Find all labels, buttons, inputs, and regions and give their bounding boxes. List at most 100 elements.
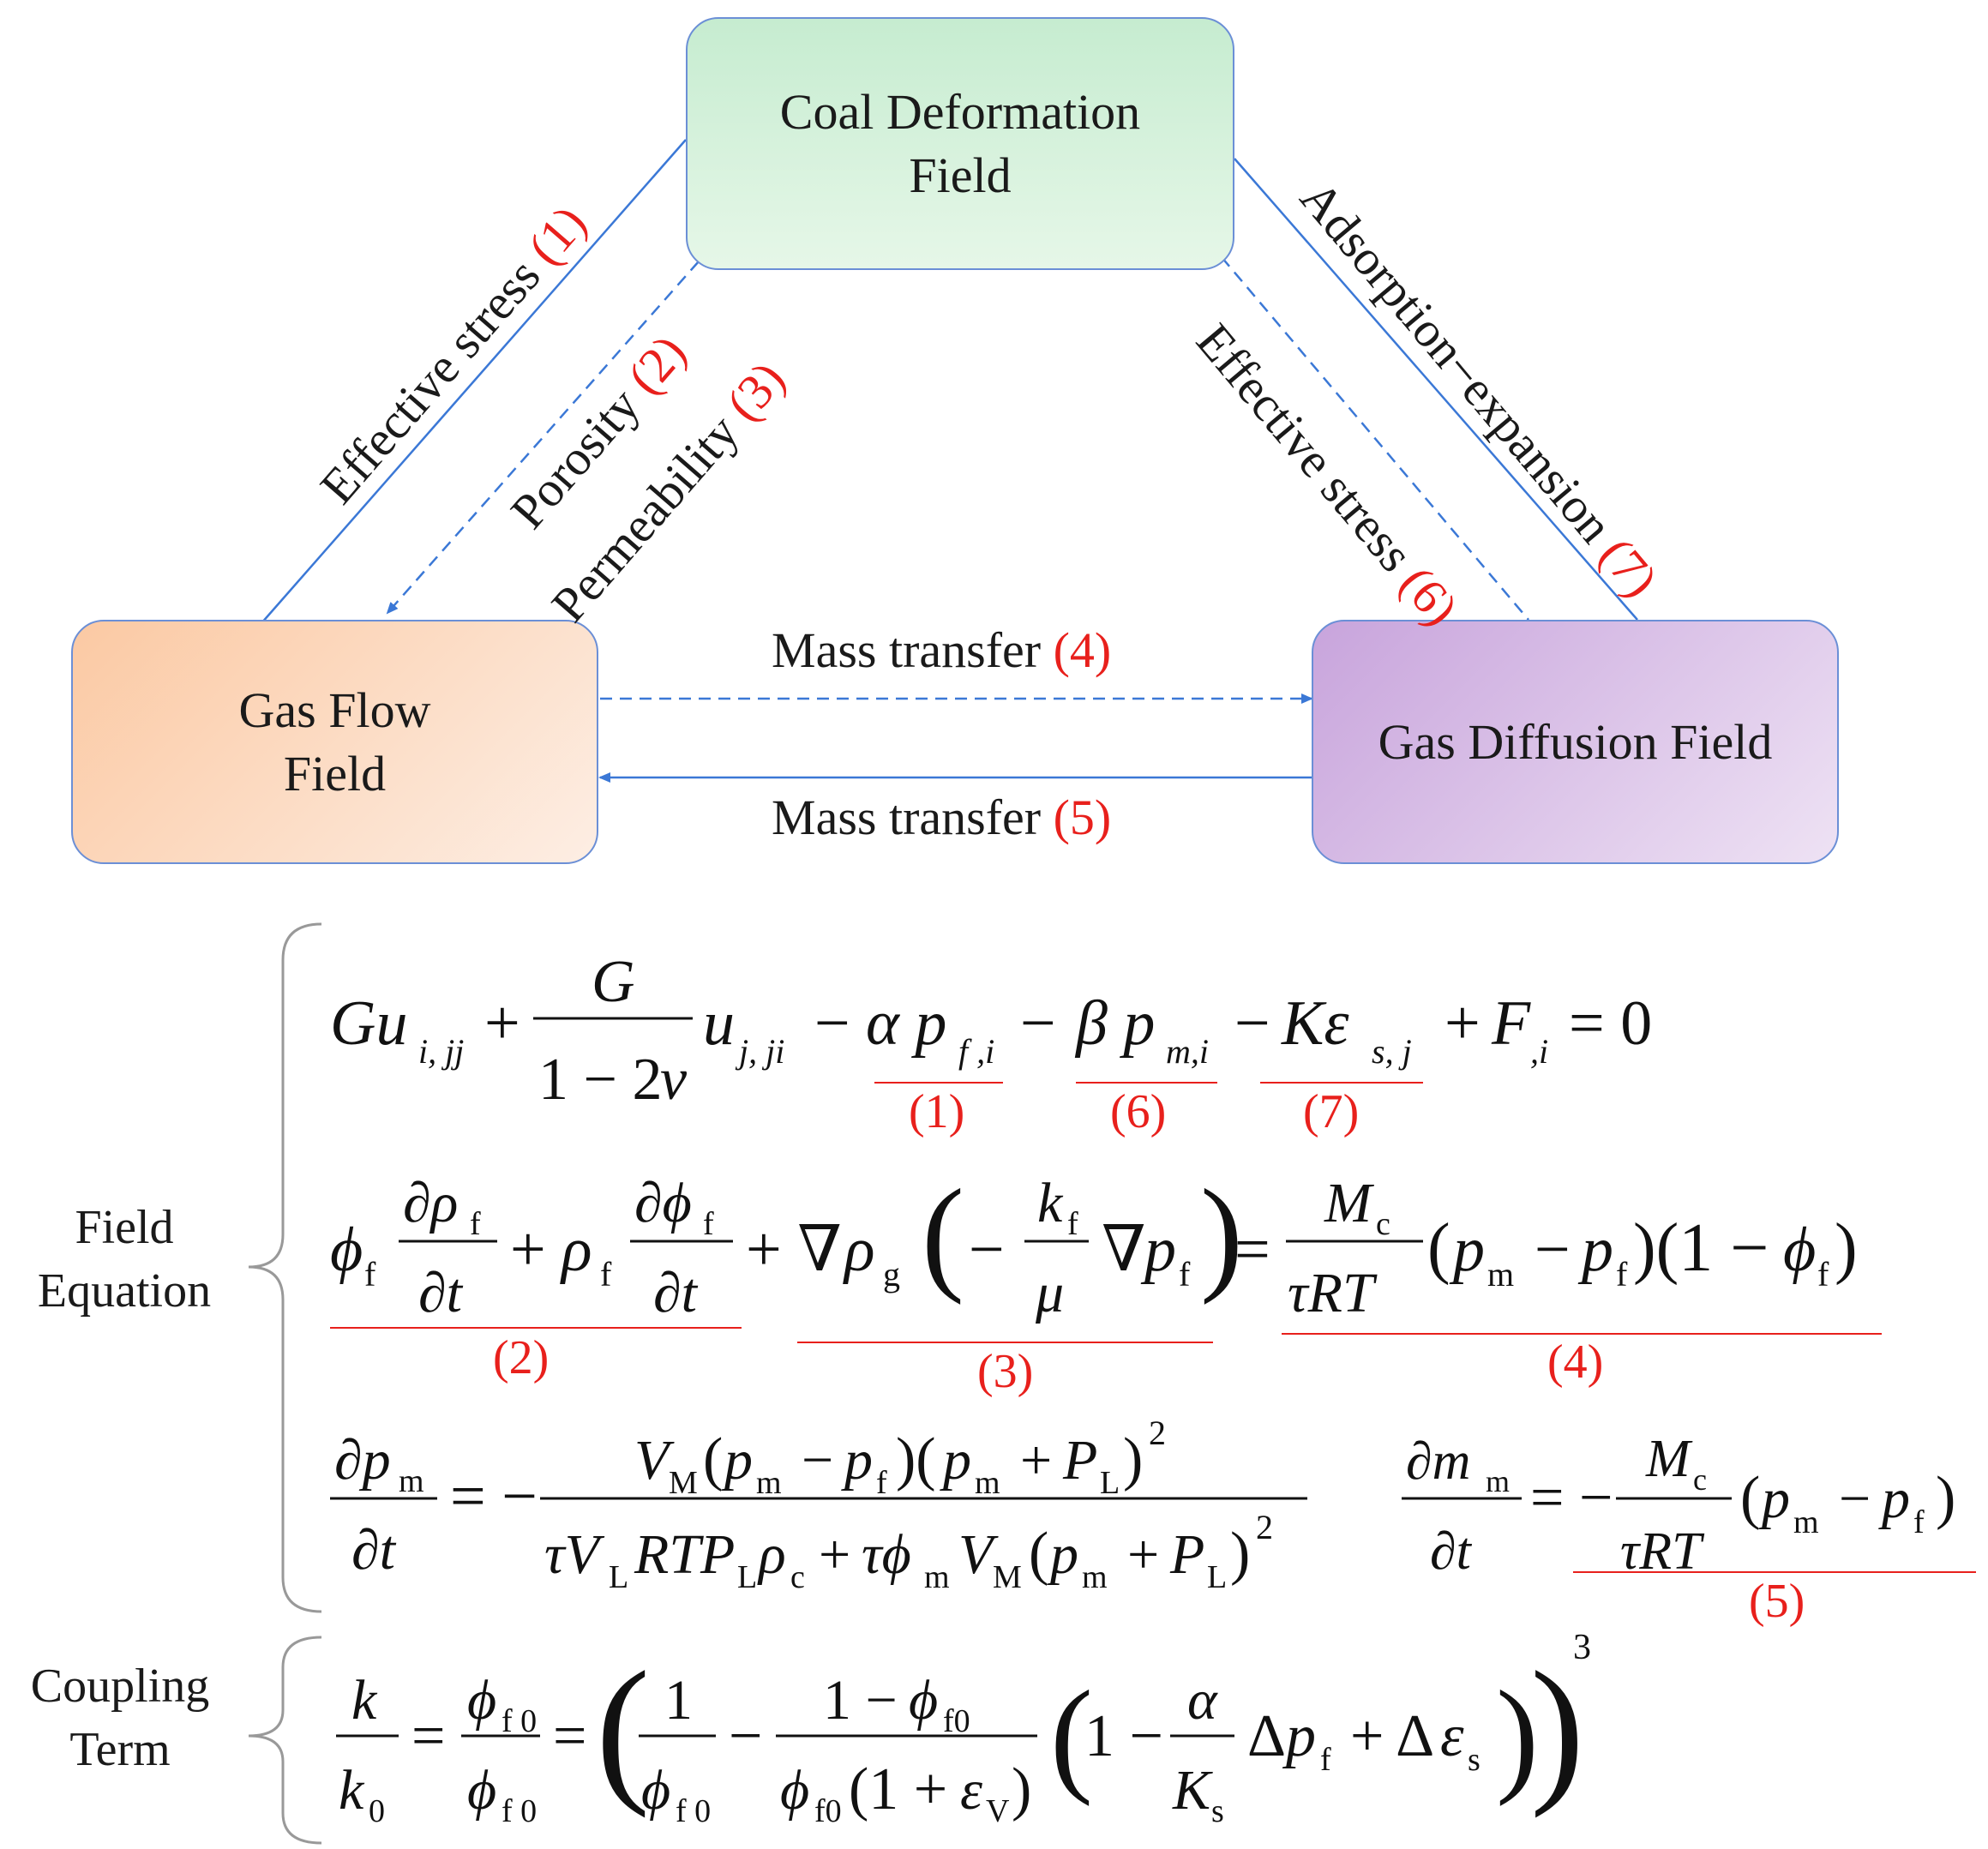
svg-text:−: −	[1839, 1468, 1871, 1530]
coupling-term-label: Coupling Term	[30, 1660, 210, 1776]
svg-text:M: M	[993, 1559, 1022, 1595]
svg-text:V: V	[958, 1523, 999, 1586]
svg-text:ϕ: ϕ	[780, 1759, 809, 1822]
svg-text:m: m	[975, 1465, 1000, 1501]
svg-text:s: s	[1211, 1793, 1224, 1829]
mass-transfer-5-label: Mass transfer (5)	[772, 789, 1112, 845]
svg-text:(1 +: (1 +	[849, 1756, 947, 1822]
svg-text:ϕ: ϕ	[467, 1759, 496, 1822]
svg-text:∂t: ∂t	[653, 1262, 699, 1324]
svg-text:= −: = −	[450, 1462, 538, 1532]
coupling-term-brace	[248, 1636, 322, 1845]
coal-deformation-field-label: Coal Deformation Field	[779, 83, 1141, 203]
svg-text:τRT: τRT	[1620, 1522, 1705, 1581]
svg-text:∂t: ∂t	[418, 1262, 464, 1324]
svg-text:): )	[1200, 1163, 1243, 1306]
svg-text:f: f	[470, 1206, 481, 1242]
svg-text:f 0: f 0	[502, 1793, 537, 1829]
svg-text:μ: μ	[1035, 1262, 1064, 1324]
svg-text:Δ: Δ	[1247, 1703, 1286, 1769]
svg-text:1 −: 1 −	[1084, 1703, 1163, 1769]
eq1-number-6: (6)	[1110, 1085, 1167, 1138]
svg-text:G: G	[592, 949, 635, 1015]
underline-4	[1282, 1333, 1882, 1335]
svg-text:= 0: = 0	[1569, 988, 1652, 1059]
svg-text:= −: = −	[1530, 1465, 1613, 1531]
svg-text:u: u	[703, 988, 735, 1059]
svg-text:+: +	[1127, 1523, 1159, 1586]
effective-stress-dashed-right	[1221, 256, 1529, 621]
underline-7	[1260, 1082, 1423, 1084]
svg-text:(: (	[1029, 1521, 1048, 1587]
svg-text:j, ji: j, ji	[735, 1032, 784, 1071]
equation-1: Gu i, jj + G 1 − 2 v u j, ji − α p f ,i …	[330, 949, 1652, 1113]
svg-text:∂ρ: ∂ρ	[403, 1172, 458, 1234]
svg-text:p: p	[1577, 1215, 1613, 1285]
svg-text:s: s	[1468, 1742, 1480, 1778]
svg-text:(: (	[703, 1426, 723, 1492]
svg-text:=: =	[411, 1703, 445, 1769]
equation-2: ϕ f ∂ρ f ∂t + ρ f ∂ϕ f ∂t + ∇ ρ g ( − k …	[330, 1163, 1858, 1324]
svg-text:τϕ: τϕ	[862, 1523, 911, 1586]
svg-text:∂p: ∂p	[334, 1429, 391, 1492]
svg-text:k: k	[1037, 1172, 1064, 1234]
svg-text:∂t: ∂t	[1430, 1522, 1473, 1581]
equation-3a: ∂p m ∂t = − V M ( p m − p f )( p m + P L…	[330, 1414, 1307, 1595]
svg-text:f0: f0	[943, 1703, 970, 1739]
svg-text:−: −	[1234, 988, 1270, 1059]
svg-text:i, jj: i, jj	[418, 1032, 464, 1071]
svg-text:g: g	[883, 1255, 900, 1294]
eq2-number-4: (4)	[1547, 1336, 1604, 1389]
svg-text:p: p	[1282, 1703, 1316, 1769]
svg-text:f 0: f 0	[502, 1703, 537, 1739]
svg-text:Kε: Kε	[1281, 988, 1349, 1059]
svg-text:ε: ε	[960, 1759, 982, 1822]
svg-text:−: −	[969, 1215, 1005, 1285]
svg-text:f: f	[1616, 1255, 1628, 1294]
svg-text:M: M	[1324, 1172, 1375, 1234]
svg-text:−: −	[729, 1703, 762, 1769]
svg-text:m: m	[399, 1463, 424, 1499]
eq1-number-1: (1)	[909, 1085, 965, 1138]
svg-text:): )	[1230, 1521, 1250, 1587]
underline-6	[1076, 1082, 1217, 1084]
svg-text:∂ϕ: ∂ϕ	[634, 1172, 692, 1234]
svg-text:k: k	[339, 1759, 365, 1822]
svg-text:c: c	[1693, 1462, 1707, 1497]
svg-text:p: p	[1449, 1215, 1485, 1285]
svg-text:f ,i: f ,i	[958, 1032, 994, 1071]
num-5-label: (5)	[1053, 789, 1112, 845]
effective-stress-line-left	[261, 139, 687, 624]
svg-text:M: M	[669, 1465, 698, 1501]
underline-1	[874, 1082, 1003, 1084]
num-4-label: (4)	[1053, 622, 1112, 678]
svg-text:f: f	[364, 1255, 376, 1294]
svg-text:V: V	[986, 1793, 1010, 1829]
coal-deformation-field-box: Coal Deformation Field	[686, 17, 1234, 270]
field-equation-label: Field Equation	[37, 1201, 212, 1318]
svg-text:s, j: s, j	[1372, 1032, 1412, 1071]
svg-text:ϕ: ϕ	[909, 1669, 938, 1732]
svg-text:+: +	[819, 1523, 850, 1586]
svg-text:−: −	[1020, 988, 1056, 1059]
svg-text:): )	[1496, 1665, 1539, 1807]
svg-text:−: −	[814, 988, 850, 1059]
svg-text:p: p	[1758, 1468, 1790, 1530]
svg-text:∇: ∇	[1102, 1215, 1146, 1285]
svg-text:α p: α p	[866, 988, 946, 1059]
gas-diffusion-field-box: Gas Diffusion Field	[1312, 620, 1839, 864]
svg-text:m,i: m,i	[1166, 1032, 1209, 1071]
svg-text:1 −: 1 −	[823, 1669, 898, 1732]
svg-text:1 − 2: 1 − 2	[538, 1047, 662, 1113]
svg-text:ρ: ρ	[560, 1215, 592, 1285]
gas-flow-field-label: Gas Flow Field	[238, 681, 431, 801]
svg-text:+: +	[1444, 988, 1480, 1059]
svg-text:τV: τV	[544, 1523, 605, 1586]
svg-text:=: =	[553, 1703, 586, 1769]
svg-text:+: +	[1020, 1429, 1052, 1492]
svg-text:ϕ: ϕ	[467, 1669, 496, 1732]
svg-text:k: k	[351, 1669, 378, 1732]
svg-text:+ Δ: + Δ	[1350, 1703, 1434, 1769]
coupling-equation: k k 0 = ϕ f 0 ϕ f 0 = ( 1 ϕ f 0 − 1 − ϕ …	[336, 1628, 1591, 1829]
